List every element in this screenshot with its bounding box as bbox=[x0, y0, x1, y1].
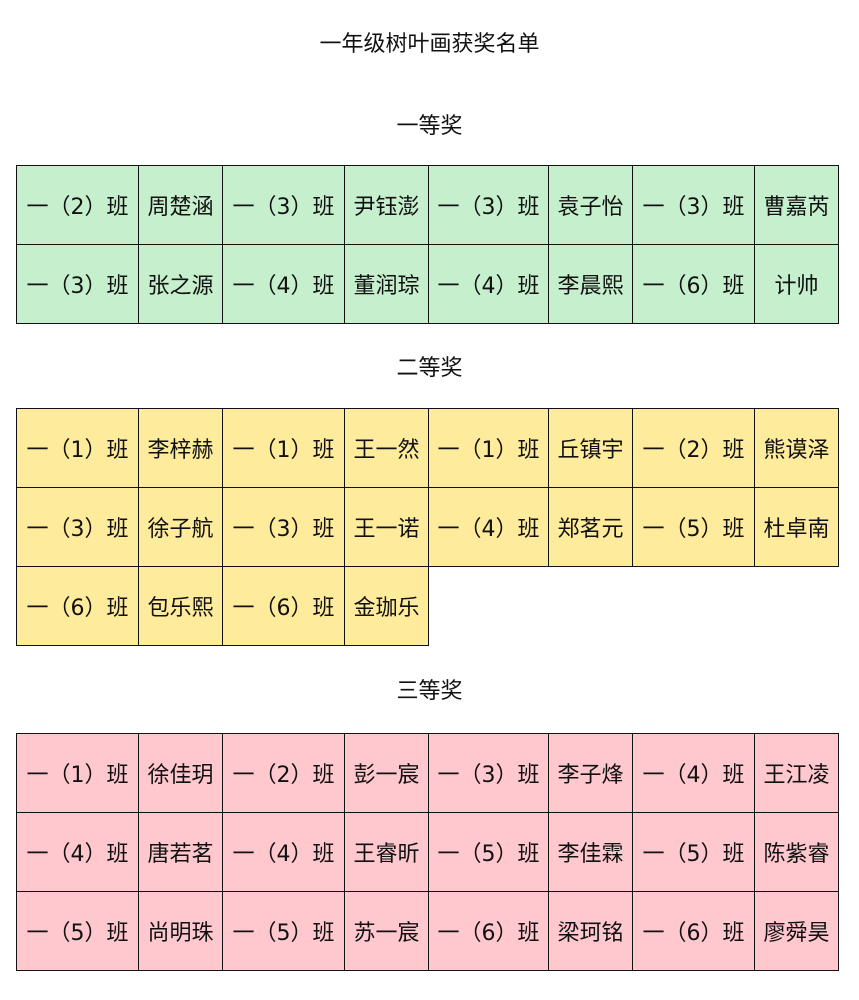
class-cell: 一（5）班 bbox=[222, 891, 345, 971]
class-cell: 一（3）班 bbox=[222, 165, 345, 245]
class-cell: 一（5）班 bbox=[632, 487, 755, 567]
class-cell: 一（3）班 bbox=[16, 244, 139, 324]
table-row: 一（2）班周楚涵一（3）班尹钰澎一（3）班袁子怡一（3）班曹嘉芮 bbox=[16, 165, 839, 245]
class-cell: 一（3）班 bbox=[632, 165, 755, 245]
table-row: 一（4）班唐若茗一（4）班王睿昕一（5）班李佳霖一（5）班陈紫睿 bbox=[16, 812, 839, 892]
student-name-cell: 王睿昕 bbox=[344, 812, 429, 892]
student-name-cell: 丘镇宇 bbox=[548, 408, 633, 488]
class-cell: 一（1）班 bbox=[16, 408, 139, 488]
class-cell: 一（3）班 bbox=[222, 487, 345, 567]
second-prize-table: 一（1）班李梓赫一（1）班王一然一（1）班丘镇宇一（2）班熊谟泽一（3）班徐子航… bbox=[16, 408, 839, 646]
student-name-cell: 熊谟泽 bbox=[754, 408, 839, 488]
class-cell: 一（3）班 bbox=[428, 165, 549, 245]
student-name-cell: 梁珂铭 bbox=[548, 891, 633, 971]
table-row: 一（1）班徐佳玥一（2）班彭一宸一（3）班李子烽一（4）班王江凌 bbox=[16, 733, 839, 813]
class-cell: 一（1）班 bbox=[222, 408, 345, 488]
student-name-cell: 王一诺 bbox=[344, 487, 429, 567]
class-cell: 一（2）班 bbox=[222, 733, 345, 813]
student-name-cell: 李佳霖 bbox=[548, 812, 633, 892]
class-cell: 一（4）班 bbox=[428, 487, 549, 567]
student-name-cell: 唐若茗 bbox=[138, 812, 223, 892]
table-row: 一（6）班包乐熙一（6）班金珈乐 bbox=[16, 566, 839, 646]
third-prize-table: 一（1）班徐佳玥一（2）班彭一宸一（3）班李子烽一（4）班王江凌一（4）班唐若茗… bbox=[16, 733, 839, 971]
class-cell: 一（3）班 bbox=[16, 487, 139, 567]
table-row: 一（5）班尚明珠一（5）班苏一宸一（6）班梁珂铭一（6）班廖舜昊 bbox=[16, 891, 839, 971]
student-name-cell: 计帅 bbox=[754, 244, 839, 324]
class-cell: 一（5）班 bbox=[428, 812, 549, 892]
student-name-cell: 包乐熙 bbox=[138, 566, 223, 646]
student-name-cell: 尚明珠 bbox=[138, 891, 223, 971]
class-cell: 一（2）班 bbox=[632, 408, 755, 488]
class-cell: 一（4）班 bbox=[632, 733, 755, 813]
class-cell: 一（6）班 bbox=[222, 566, 345, 646]
class-cell: 一（1）班 bbox=[16, 733, 139, 813]
second-prize-heading: 二等奖 bbox=[396, 356, 463, 381]
class-cell: 一（1）班 bbox=[428, 408, 549, 488]
student-name-cell: 李晨熙 bbox=[548, 244, 633, 324]
student-name-cell: 李子烽 bbox=[548, 733, 633, 813]
table-row: 一（3）班徐子航一（3）班王一诺一（4）班郑茗元一（5）班杜卓南 bbox=[16, 487, 839, 567]
student-name-cell: 郑茗元 bbox=[548, 487, 633, 567]
student-name-cell: 苏一宸 bbox=[344, 891, 429, 971]
student-name-cell: 曹嘉芮 bbox=[754, 165, 839, 245]
student-name-cell: 徐子航 bbox=[138, 487, 223, 567]
class-cell: 一（3）班 bbox=[428, 733, 549, 813]
class-cell: 一（4）班 bbox=[222, 244, 345, 324]
student-name-cell: 尹钰澎 bbox=[344, 165, 429, 245]
table-row: 一（1）班李梓赫一（1）班王一然一（1）班丘镇宇一（2）班熊谟泽 bbox=[16, 408, 839, 488]
first-prize-heading: 一等奖 bbox=[396, 114, 463, 139]
student-name-cell: 杜卓南 bbox=[754, 487, 839, 567]
student-name-cell: 张之源 bbox=[138, 244, 223, 324]
student-name-cell: 彭一宸 bbox=[344, 733, 429, 813]
class-cell: 一（6）班 bbox=[632, 244, 755, 324]
student-name-cell: 袁子怡 bbox=[548, 165, 633, 245]
student-name-cell: 廖舜昊 bbox=[754, 891, 839, 971]
empty-cell bbox=[633, 567, 755, 646]
first-prize-table: 一（2）班周楚涵一（3）班尹钰澎一（3）班袁子怡一（3）班曹嘉芮一（3）班张之源… bbox=[16, 165, 839, 324]
student-name-cell: 金珈乐 bbox=[344, 566, 429, 646]
student-name-cell: 王江凌 bbox=[754, 733, 839, 813]
class-cell: 一（4）班 bbox=[222, 812, 345, 892]
class-cell: 一（4）班 bbox=[428, 244, 549, 324]
student-name-cell: 王一然 bbox=[344, 408, 429, 488]
student-name-cell: 李梓赫 bbox=[138, 408, 223, 488]
empty-cell bbox=[755, 567, 839, 646]
class-cell: 一（5）班 bbox=[16, 891, 139, 971]
student-name-cell: 徐佳玥 bbox=[138, 733, 223, 813]
class-cell: 一（5）班 bbox=[632, 812, 755, 892]
class-cell: 一（6）班 bbox=[428, 891, 549, 971]
empty-cell bbox=[549, 567, 633, 646]
student-name-cell: 周楚涵 bbox=[138, 165, 223, 245]
class-cell: 一（6）班 bbox=[632, 891, 755, 971]
student-name-cell: 董润琮 bbox=[344, 244, 429, 324]
empty-cell bbox=[429, 567, 549, 646]
third-prize-heading: 三等奖 bbox=[396, 679, 463, 704]
student-name-cell: 陈紫睿 bbox=[754, 812, 839, 892]
table-row: 一（3）班张之源一（4）班董润琮一（4）班李晨熙一（6）班计帅 bbox=[16, 244, 839, 324]
class-cell: 一（2）班 bbox=[16, 165, 139, 245]
class-cell: 一（6）班 bbox=[16, 566, 139, 646]
page-title: 一年级树叶画获奖名单 bbox=[319, 32, 540, 57]
class-cell: 一（4）班 bbox=[16, 812, 139, 892]
